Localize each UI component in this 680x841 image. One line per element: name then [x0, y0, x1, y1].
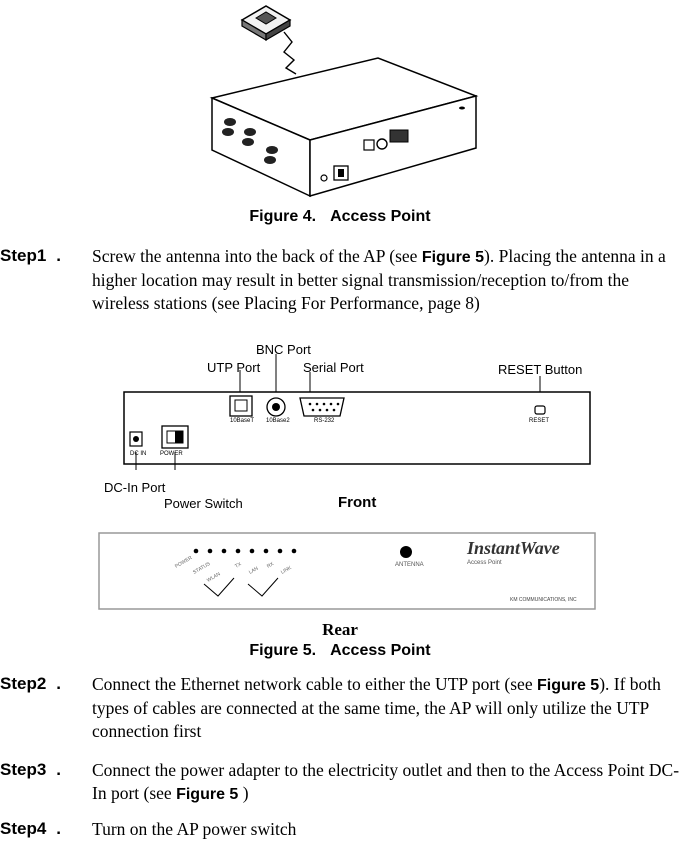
- figure-4-caption: Figure 4. Access Point: [0, 208, 680, 226]
- front-panel-drawing: [123, 354, 591, 470]
- front-label: Front: [338, 494, 377, 511]
- bnc-port-caption: 10Base2: [266, 418, 290, 424]
- company-caption: KM COMMUNICATIONS, INC: [510, 597, 577, 603]
- figure-4-number: Figure 4.: [249, 208, 317, 225]
- antenna-caption: ANTENNA: [395, 562, 424, 568]
- utp-port-label: UTP Port: [207, 360, 261, 375]
- brand-subtitle: Access Point: [467, 560, 502, 566]
- figure-5-title: Access Point: [330, 642, 431, 659]
- serial-port-label: Serial Port: [303, 360, 364, 375]
- step-3-text: Connect the power adapter to the electri…: [92, 760, 680, 803]
- step-2-text: Connect the Ethernet network cable to ei…: [92, 674, 661, 741]
- figure-5-caption: Figure 5. Access Point: [0, 642, 680, 660]
- figure-5-link[interactable]: Figure 5: [536, 677, 600, 694]
- access-point-body: [209, 57, 479, 198]
- step-4-label: Step4.: [0, 819, 62, 838]
- svg-text:LINK: LINK: [280, 565, 293, 576]
- rear-label: Rear: [322, 620, 358, 639]
- brand-logo: InstantWave: [467, 538, 560, 558]
- step-2-label: Step2.: [0, 674, 62, 693]
- reset-button-label: RESET Button: [498, 362, 583, 377]
- svg-text:TX: TX: [234, 561, 243, 570]
- rear-panel-drawing: POWER STATUS WLAN TX LAN RX LINK: [98, 532, 596, 610]
- svg-text:LAN: LAN: [248, 565, 260, 575]
- figure-4-illustration: [209, 5, 479, 198]
- figure-5-link[interactable]: Figure 5: [421, 249, 485, 266]
- dc-in-caption: DC IN: [130, 451, 147, 457]
- step-4-text: Turn on the AP power switch: [92, 819, 297, 839]
- power-switch-label: Power Switch: [164, 496, 243, 511]
- dc-in-port-label: DC-In Port: [104, 480, 166, 495]
- antenna-drawing: [240, 5, 297, 75]
- svg-text:RX: RX: [266, 561, 276, 570]
- figure-5-link[interactable]: Figure 5: [176, 786, 239, 803]
- step-1-text: Screw the antenna into the back of the A…: [92, 246, 666, 313]
- figure-4-title: Access Point: [330, 208, 431, 225]
- step-3-label: Step3.: [0, 760, 62, 779]
- bnc-port-label: BNC Port: [256, 342, 311, 357]
- figure-5-number: Figure 5.: [249, 642, 317, 659]
- serial-port-caption: RS-232: [314, 418, 335, 424]
- reset-caption: RESET: [529, 418, 550, 424]
- utp-port-caption: 10BaseT: [230, 418, 255, 424]
- step-1-label: Step1.: [0, 246, 62, 265]
- power-caption: POWER: [160, 451, 183, 457]
